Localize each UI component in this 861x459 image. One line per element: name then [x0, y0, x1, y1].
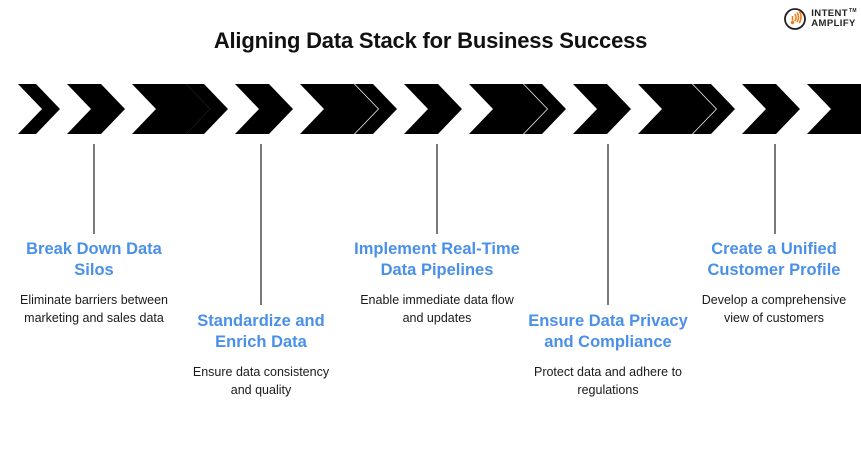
connector-line-5 [774, 144, 776, 234]
chevron-medium-icon [235, 84, 293, 134]
chevron-large-icon [807, 84, 861, 134]
step-body: Develop a comprehensive view of customer… [701, 293, 847, 325]
signal-broadcast-icon [784, 8, 807, 30]
chevron-small-icon [524, 84, 566, 134]
brand-line-1-text: INTENT [811, 8, 848, 20]
chevron-small-icon [186, 84, 228, 134]
step-body: Ensure data consistency and quality [192, 365, 330, 397]
arrow-group-2 [186, 84, 378, 134]
step-column-1: Break Down Data Silos Eliminate barriers… [14, 239, 174, 328]
chevron-medium-icon [573, 84, 631, 134]
step-body: Eliminate barriers between marketing and… [20, 293, 168, 325]
page-title: Aligning Data Stack for Business Success [213, 28, 648, 53]
step-heading: Create a Unified Customer Profile [707, 240, 841, 279]
step-body: Protect data and adhere to regulations [533, 365, 683, 397]
brand-line-2: AMPLIFY [811, 18, 856, 30]
chevron-small-icon [355, 84, 397, 134]
arrow-group-3 [355, 84, 547, 134]
connector-line-2 [260, 144, 262, 305]
connector-line-4 [607, 144, 609, 305]
chevron-small-icon [693, 84, 735, 134]
step-heading: Implement Real-Time Data Pipelines [354, 240, 520, 279]
brand-logo: INTENTTM AMPLIFY [783, 7, 857, 31]
step-column-5: Create a Unified Customer Profile Develo… [698, 239, 850, 328]
step-heading: Standardize and Enrich Data [197, 312, 325, 351]
step-column-3: Implement Real-Time Data Pipelines Enabl… [353, 239, 521, 328]
connector-line-3 [436, 144, 438, 234]
step-column-2: Standardize and Enrich Data Ensure data … [181, 311, 341, 400]
chevron-large-icon [469, 84, 547, 134]
chevron-large-icon [638, 84, 716, 134]
chevron-medium-icon [742, 84, 800, 134]
connector-line-1 [93, 144, 95, 234]
arrow-group-5 [693, 84, 861, 134]
step-heading: Ensure Data Privacy and Compliance [528, 312, 688, 351]
chevron-medium-icon [404, 84, 462, 134]
chevron-small-icon [18, 84, 60, 134]
step-column-4: Ensure Data Privacy and Compliance Prote… [527, 311, 689, 400]
step-heading: Break Down Data Silos [26, 240, 162, 279]
arrow-band [0, 84, 861, 136]
chevron-large-icon [300, 84, 378, 134]
step-body: Enable immediate data flow and updates [360, 293, 514, 325]
chevron-medium-icon [67, 84, 125, 134]
trademark-symbol: TM [848, 8, 857, 15]
arrow-group-1 [18, 84, 210, 134]
chevron-large-icon [132, 84, 210, 134]
brand-line-1: INTENTTM [811, 9, 857, 19]
brand-wordmark: INTENTTM AMPLIFY [811, 9, 857, 28]
arrow-group-4 [524, 84, 716, 134]
